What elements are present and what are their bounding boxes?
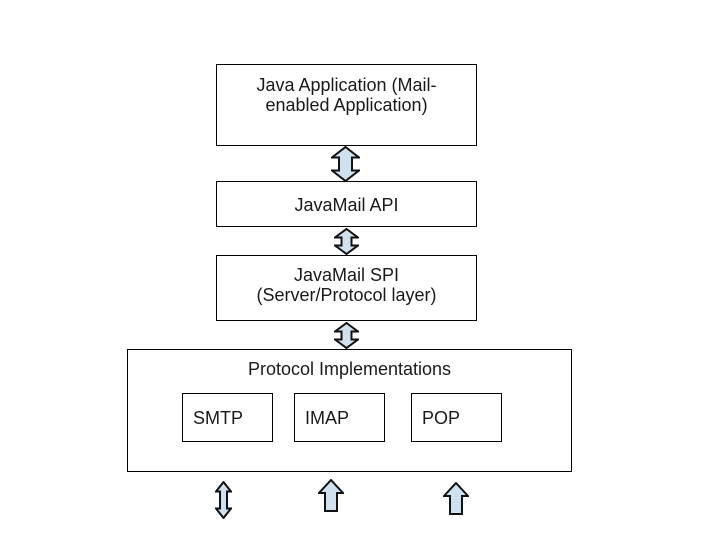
up-arrow-icon	[318, 479, 344, 512]
protocol-implementations-title: Protocol Implementations	[247, 359, 452, 379]
imap-label: IMAP	[305, 407, 350, 428]
javamail-api-box: JavaMail API	[216, 181, 477, 227]
double-vertical-arrow-icon	[331, 146, 360, 182]
double-vertical-arrow-icon	[334, 228, 359, 255]
smtp-label: SMTP	[193, 407, 244, 428]
java-application-box: Java Application (Mail- enabled Applicat…	[216, 64, 477, 146]
smtp-box: SMTP	[182, 393, 273, 442]
javamail-spi-box: JavaMail SPI (Server/Protocol layer)	[216, 255, 477, 321]
double-vertical-arrow-icon	[334, 322, 359, 349]
pop-box: POP	[411, 393, 502, 442]
pop-label: POP	[422, 407, 461, 428]
up-arrow-icon	[443, 482, 469, 515]
imap-box: IMAP	[294, 393, 385, 442]
double-vertical-arrow-icon	[215, 481, 232, 519]
